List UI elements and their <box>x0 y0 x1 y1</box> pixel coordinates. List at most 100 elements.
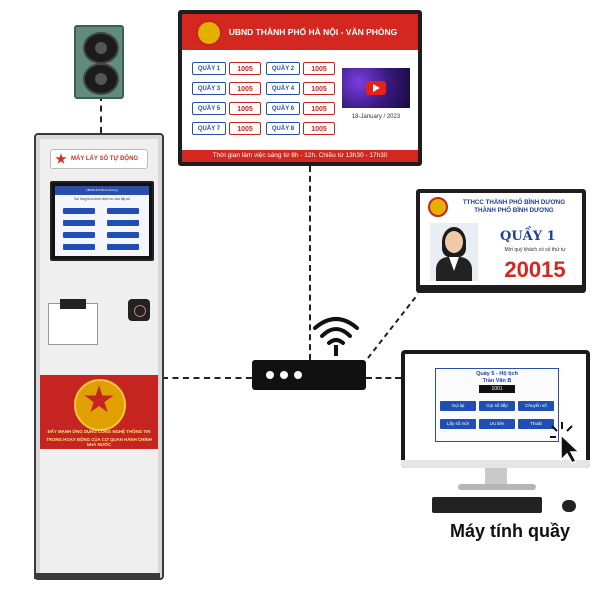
speaker-cone-bottom <box>83 63 119 95</box>
counter-number: 1005 <box>303 62 335 75</box>
kiosk-service-button[interactable] <box>107 208 139 214</box>
counter-number: 1005 <box>303 122 335 135</box>
ticket-printer-slot <box>60 299 86 309</box>
kiosk-service-button[interactable] <box>107 244 139 250</box>
counter-label: QUẦY 5 <box>192 102 226 115</box>
working-hours-footer: Thời gian làm việc sáng từ 8h - 12h. Chi… <box>182 150 418 162</box>
staff-photo-collar <box>449 257 459 271</box>
monitor-screen: Quầy 5 - Hộ tịch Trần Văn B 1001 Gọi lại… <box>405 354 586 460</box>
kiosk-service-button[interactable] <box>63 232 95 238</box>
operator-name: Trần Văn B <box>482 378 512 384</box>
new-number-button[interactable]: Lấy số mới <box>440 419 476 429</box>
counter-label: QUẦY 1 <box>192 62 226 75</box>
display-date: 18-January / 2023 <box>351 114 401 120</box>
banner-emblem <box>74 379 126 431</box>
router-led <box>294 371 302 379</box>
staff-photo <box>430 223 478 281</box>
counter-label: QUẦY 1 <box>500 229 556 244</box>
kiosk-service-button[interactable] <box>107 220 139 226</box>
kiosk-screen-title: Vui lòng lựa chọn dịch vụ cần lấy số <box>74 197 130 201</box>
counter-row: QUẦY 1 1005 <box>192 62 261 75</box>
staff-photo-face <box>445 231 463 253</box>
counter-number: 1005 <box>229 122 261 135</box>
counter-message: Mời quý khách có số thứ tự <box>504 247 566 253</box>
counter-number: 1005 <box>229 102 261 115</box>
counter-row: QUẦY 8 1005 <box>266 122 335 135</box>
router-led <box>280 371 288 379</box>
router-led <box>266 371 274 379</box>
counter-number: 1005 <box>303 82 335 95</box>
keyboard <box>432 497 542 513</box>
counter-display-header-2: THÀNH PHỐ BÌNH DƯƠNG <box>474 207 554 214</box>
kiosk-screen-content: UBND tỉnh Bình Dương Vui lòng lựa chọn d… <box>55 186 149 256</box>
wifi-router-icon <box>252 360 366 390</box>
counter-row: QUẦY 6 1005 <box>266 102 335 115</box>
speaker-cone-top <box>83 32 119 64</box>
main-display-screen: UBND THÀNH PHỐ HÀ NỘI - VĂN PHÒNG QUẦY 1… <box>182 14 418 162</box>
counter-row: QUẦY 4 1005 <box>266 82 335 95</box>
kiosk-service-button[interactable] <box>63 208 95 214</box>
monitor-stand-base <box>458 484 536 490</box>
banner-line-1: ĐẨY MẠNH ỨNG DỤNG CÔNG NGHỆ THÔNG TIN <box>47 429 151 434</box>
display-router-connection-line <box>309 166 311 360</box>
kiosk-brand-label: MÁY LẤY SỐ TỰ ĐỘNG <box>50 149 148 169</box>
kiosk-base <box>34 573 160 579</box>
computer-caption: Máy tính quầy <box>449 521 570 541</box>
counter-row: QUẦY 7 1005 <box>192 122 261 135</box>
panel-title: Quầy 5 - Hộ tịch <box>476 371 518 377</box>
exit-button[interactable]: Thoát <box>518 419 554 429</box>
router-counter-display-connection-line <box>367 293 419 359</box>
counter-display-screen: TTHCC THÀNH PHỐ BÌNH DƯƠNG THÀNH PHỐ BÌN… <box>420 193 582 285</box>
ticket-kiosk: MÁY LẤY SỐ TỰ ĐỘNG UBND tỉnh Bình Dương … <box>34 133 164 580</box>
youtube-play-icon <box>366 81 386 95</box>
kiosk-brand-text: MÁY LẤY SỐ TỰ ĐỘNG <box>71 156 139 162</box>
wifi-signal-icon <box>313 317 359 356</box>
kiosk-body: MÁY LẤY SỐ TỰ ĐỘNG UBND tỉnh Bình Dương … <box>40 139 158 574</box>
brand-star-icon <box>55 153 67 164</box>
operator-panel: Quầy 5 - Hộ tịch Trần Văn B 1001 Gọi lại… <box>435 368 559 442</box>
national-emblem-icon <box>196 20 222 46</box>
priority-button[interactable]: Ưu tiên <box>479 419 515 429</box>
mouse <box>562 500 576 512</box>
counter-label: QUẦY 2 <box>266 62 300 75</box>
counter-label: QUẦY 8 <box>266 122 300 135</box>
speaker <box>74 25 124 99</box>
main-queue-display: UBND THÀNH PHỐ HÀ NỘI - VĂN PHÒNG QUẦY 1… <box>178 10 422 166</box>
kiosk-service-button[interactable] <box>63 244 95 250</box>
counter-label: QUẦY 4 <box>266 82 300 95</box>
ticket-tray <box>48 303 98 345</box>
kiosk-screen-header: UBND tỉnh Bình Dương <box>55 186 149 195</box>
counter-number: 1005 <box>303 102 335 115</box>
counter-display: TTHCC THÀNH PHỐ BÌNH DƯƠNG THÀNH PHỐ BÌN… <box>416 189 586 293</box>
transfer-number-button[interactable]: Chuyển số <box>518 401 554 411</box>
current-number: 1001 <box>479 385 515 393</box>
counter-number: 1005 <box>229 62 261 75</box>
kiosk-service-button[interactable] <box>107 232 139 238</box>
kiosk-touchscreen[interactable]: UBND tỉnh Bình Dương Vui lòng lựa chọn d… <box>50 181 154 261</box>
counter-label: QUẦY 6 <box>266 102 300 115</box>
next-number-button[interactable]: Gọi số tiếp <box>479 401 515 411</box>
kiosk-service-button[interactable] <box>63 220 95 226</box>
monitor-stand <box>485 468 507 486</box>
mouse-cursor-icon <box>550 422 581 464</box>
kiosk-router-connection-line <box>162 377 252 379</box>
counter-label: QUẦY 7 <box>192 122 226 135</box>
monitor-chin <box>401 460 590 468</box>
counter-label: QUẦY 3 <box>192 82 226 95</box>
called-number: 20015 <box>504 257 566 282</box>
counter-number: 1005 <box>229 82 261 95</box>
qr-scanner <box>128 299 150 321</box>
counter-computer-monitor: Quầy 5 - Hộ tịch Trần Văn B 1001 Gọi lại… <box>401 350 590 468</box>
recall-button[interactable]: Gọi lại <box>440 401 476 411</box>
main-display-title: UBND THÀNH PHỐ HÀ NỘI - VĂN PHÒNG <box>228 27 398 37</box>
video-panel <box>342 68 410 108</box>
router-computer-connection-line <box>366 377 401 379</box>
counter-display-header-1: TTHCC THÀNH PHỐ BÌNH DƯƠNG <box>462 199 566 206</box>
counter-row: QUẦY 3 1005 <box>192 82 261 95</box>
kiosk-banner: ĐẨY MẠNH ỨNG DỤNG CÔNG NGHỆ THÔNG TIN TR… <box>40 375 158 449</box>
counter-row: QUẦY 2 1005 <box>266 62 335 75</box>
banner-line-2: TRONG HOẠT ĐỘNG CỦA CƠ QUAN HÀNH CHÍNH N… <box>46 437 152 447</box>
counter-row: QUẦY 5 1005 <box>192 102 261 115</box>
speaker-connection-line <box>100 95 102 133</box>
national-emblem-icon <box>428 197 448 217</box>
